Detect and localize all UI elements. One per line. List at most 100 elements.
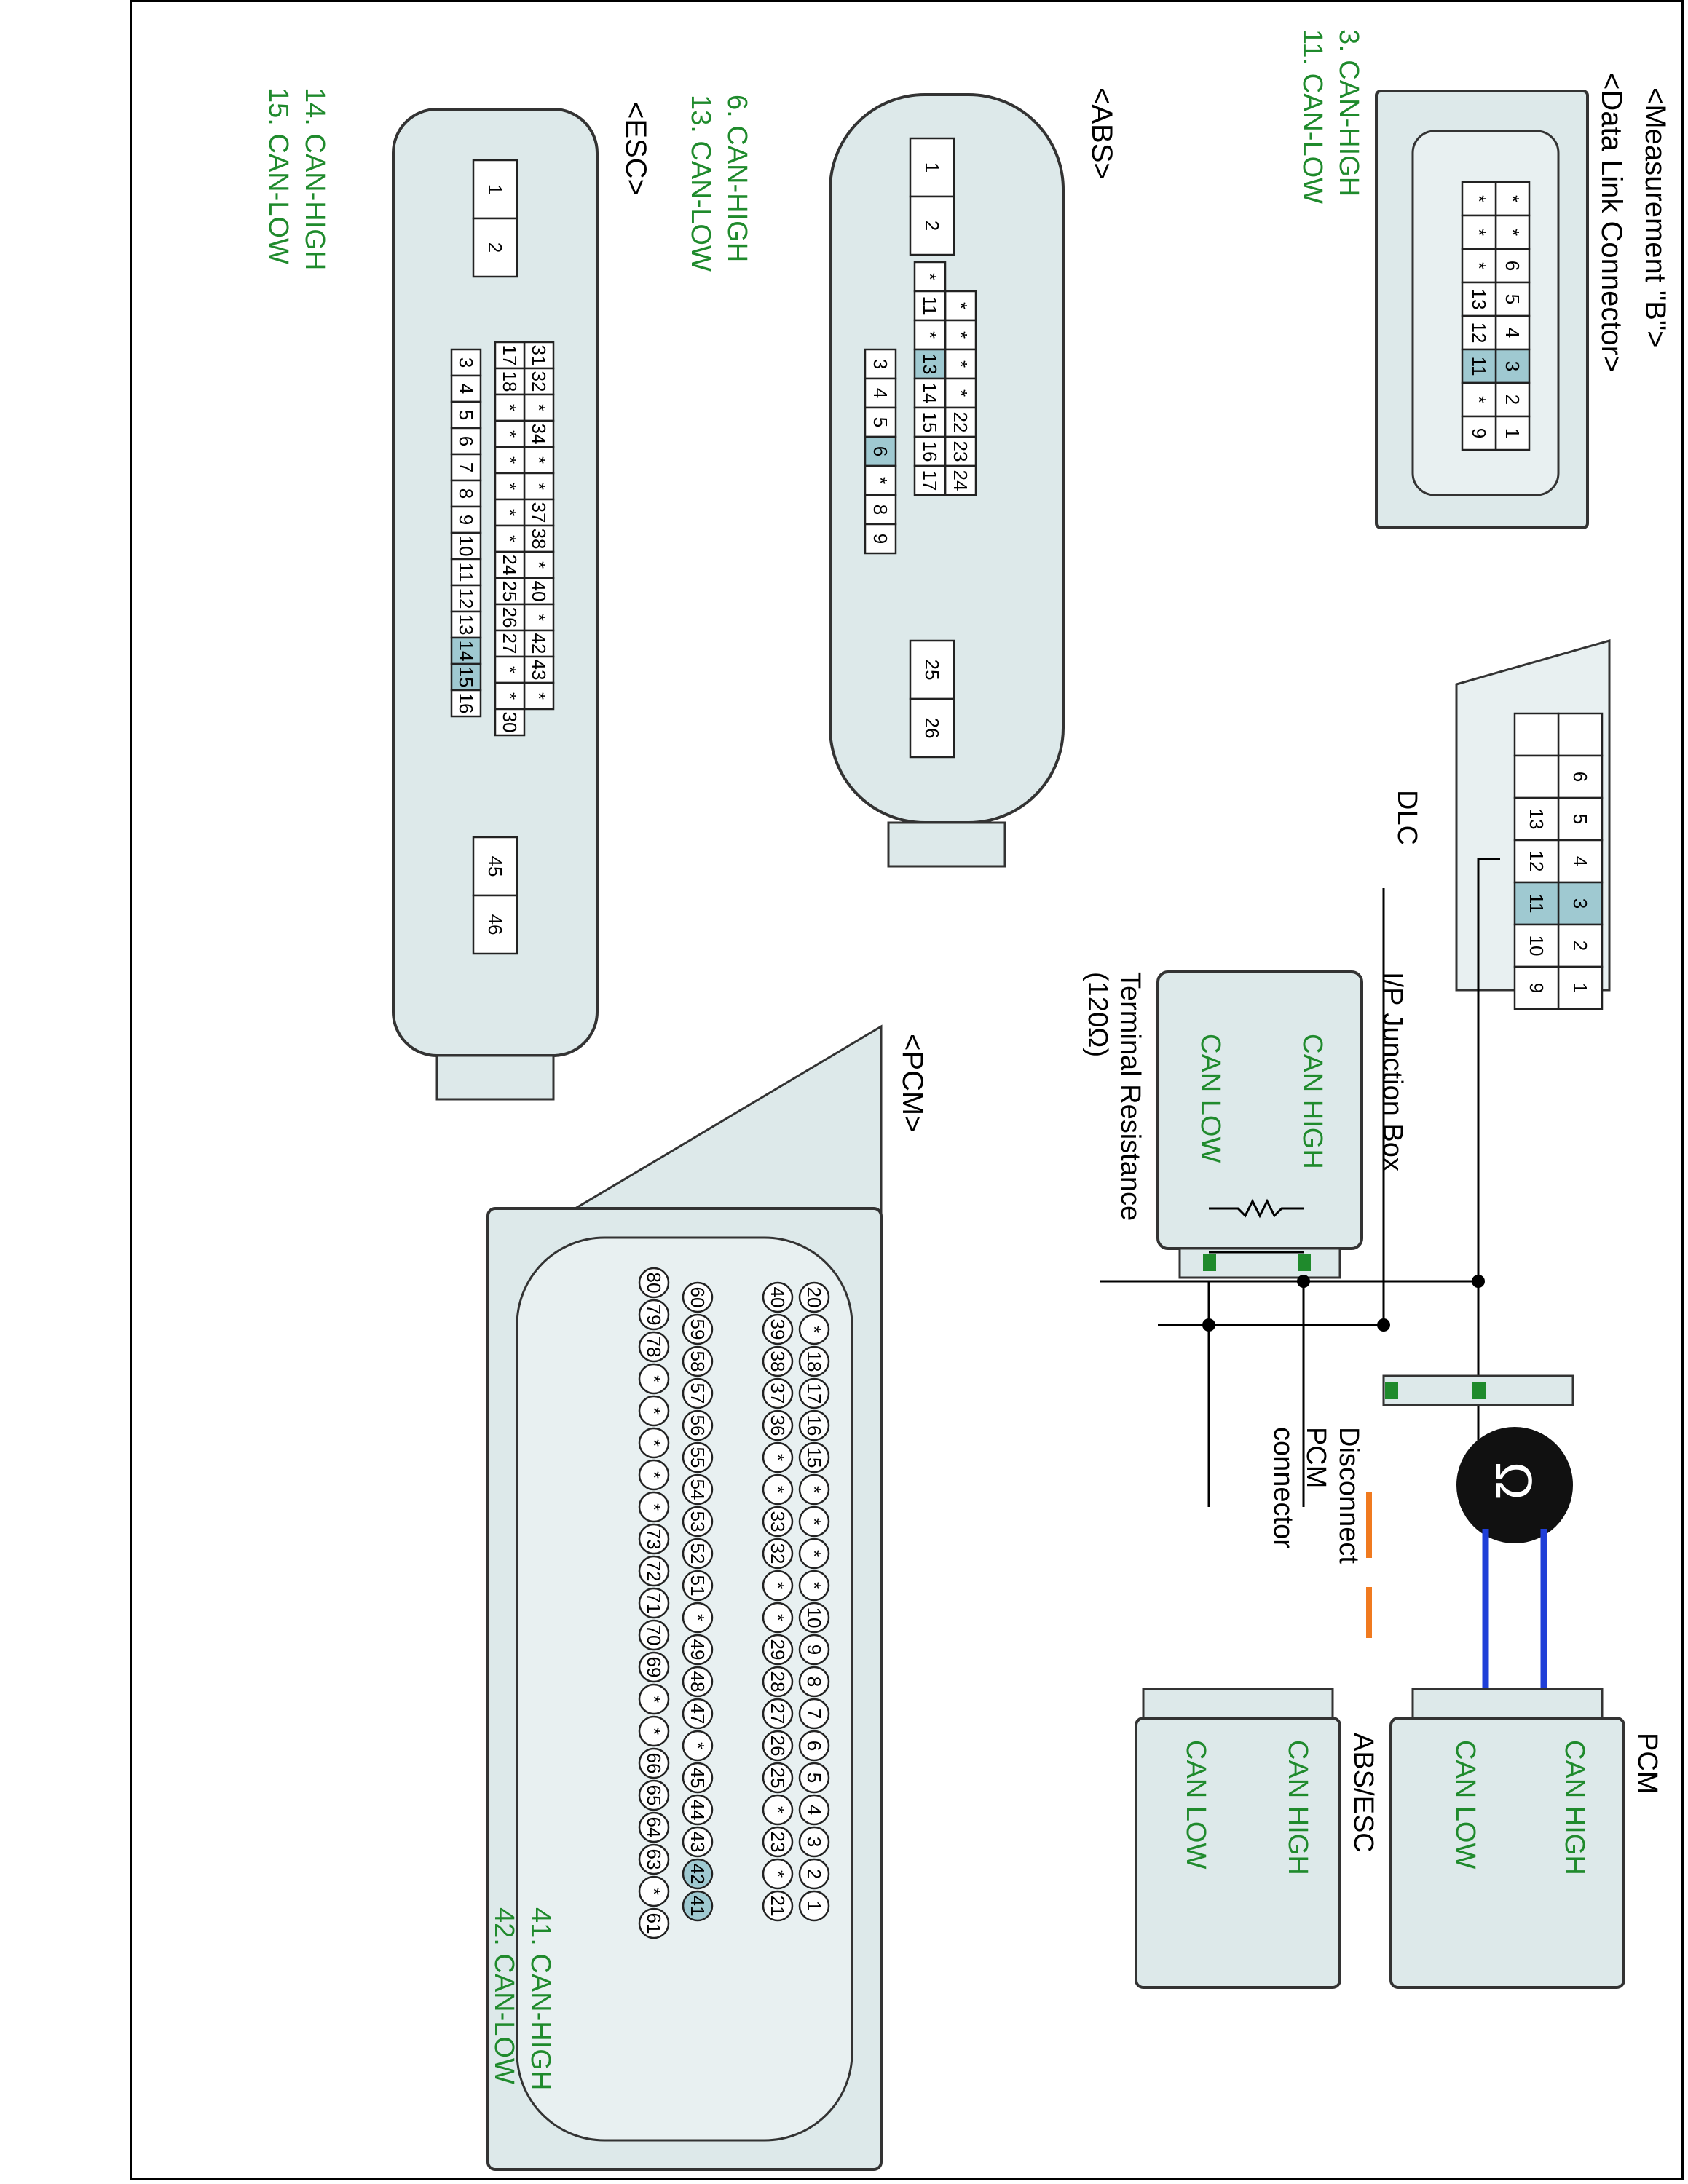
pin-number: 37 [528,502,550,523]
pin-number: 58 [687,1351,709,1372]
pin-number: 72 [643,1561,665,1582]
measurement-title: <Measurement "B"> [1639,87,1671,347]
pin-cell [762,1826,794,1858]
pin-cell [798,1313,830,1345]
pin-number: 14 [455,641,477,662]
pin-number: 65 [643,1785,665,1806]
pin-cell [762,1730,794,1762]
pin-cell [638,1619,670,1651]
pin-number: * [499,404,521,411]
pin-number: * [643,1888,665,1895]
esc-top-pins: 12 [472,159,518,278]
pin-cell [638,1331,670,1363]
pin-cell [450,689,482,718]
pin-cell [638,1491,670,1523]
pin-number: 71 [643,1593,665,1614]
pin-number: 63 [643,1849,665,1870]
pin-cell [638,1363,670,1395]
pin-number: 24 [950,470,971,491]
pin-cell [909,697,955,759]
pin-number: 4 [1502,328,1523,338]
pin-number: * [499,535,521,542]
pin-number: 17 [499,345,521,366]
pin-number: 9 [1526,983,1547,993]
ohmmeter-icon [1456,1427,1573,1543]
pin-number: 39 [767,1319,789,1340]
pin-cell [762,1409,794,1441]
pin-number: 80 [643,1273,665,1294]
pin-cell [1461,415,1497,451]
inline-high-pin [1472,1382,1486,1399]
pcm-box-title: PCM [1632,1733,1663,1794]
pin-number: 60 [687,1287,709,1308]
pin-cell [798,1377,830,1409]
pin-cell [798,1409,830,1441]
pin-number: * [1502,229,1523,236]
pin-cell [1513,965,1560,1010]
resistor-symbol [1209,1198,1304,1219]
pin-cell [638,1875,670,1907]
pin-number: 3 [1502,361,1523,371]
diagram-frame [130,0,1684,2180]
pcm-pin-low-label: 42. CAN-LOW [489,1907,519,2084]
pin-number: * [1468,262,1490,269]
pin-cell [798,1826,830,1858]
pin-cell [762,1538,794,1570]
pin-number: 78 [643,1337,665,1358]
pin-number: 66 [643,1753,665,1774]
pin-cell [762,1473,794,1506]
pin-number: * [643,1503,665,1511]
pin-number: 6 [1502,261,1523,271]
pin-cell [798,1666,830,1698]
pin-number: * [1468,229,1490,236]
pin-cell [762,1762,794,1794]
pin-number: * [767,1870,789,1878]
pin-cell [638,1395,670,1427]
pin-number: 9 [1468,428,1490,438]
pin-cell [638,1651,670,1683]
pin-number: 7 [803,1709,825,1719]
pin-number: * [950,360,971,368]
pin-number: 64 [643,1817,665,1838]
pin-cell [638,1843,670,1875]
pin-cell [682,1506,714,1538]
pin-cell [472,217,518,278]
pin-number: * [950,302,971,309]
abs-connector-latch [887,821,1006,868]
pin-cell [762,1890,794,1922]
pin-cell [682,1345,714,1377]
pin-number: 32 [528,371,550,392]
junction-box: I/P Junction Box CAN HIGH CAN LOW Termin… [1082,970,1408,1279]
pin-number: 44 [687,1800,709,1821]
pin-number: 24 [499,555,521,576]
pin-cell [472,894,518,955]
pin-number: 70 [643,1625,665,1646]
pin-cell [762,1794,794,1826]
pin-cell [638,1299,670,1331]
pin-number: * [687,1614,709,1621]
abs-esc-box-body [1135,1717,1341,1989]
pin-number: 33 [767,1511,789,1532]
abs-esc-box-title: ABS/ESC [1348,1733,1379,1853]
abs-esc-can-high: CAN HIGH [1282,1740,1313,1875]
abs-pin-high-label: 6. CAN-HIGH [722,95,752,262]
pin-number: * [499,692,521,700]
pin-cell [638,1523,670,1555]
pin-number: * [528,561,550,569]
pin-number: 13 [1468,289,1490,310]
splice-dlc-high [1472,1275,1485,1288]
pin-number: 14 [919,383,941,404]
pin-number: 11 [455,563,477,582]
pin-number: 1 [1569,983,1591,993]
pin-number: 8 [869,505,891,515]
esc-connector-latch [435,1054,555,1101]
pin-number: * [803,1550,825,1557]
pin-cell [682,1730,714,1762]
dlc-pin-low-label: 11. CAN-LOW [1297,29,1328,204]
